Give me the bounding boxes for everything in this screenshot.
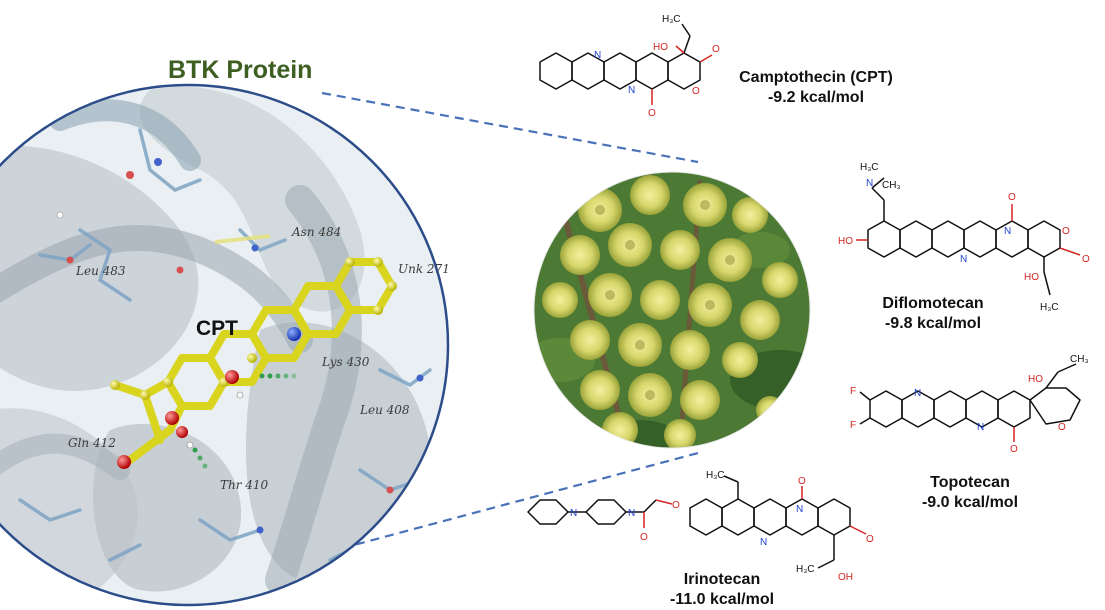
irinotecan-oh-atom: OH (838, 572, 853, 583)
cpt-n1-atom: N (594, 50, 601, 61)
residue-leu483: Leu 483 (76, 264, 126, 278)
topotecan-n2-atom: N (977, 422, 984, 433)
diflomotecan-h3c-atom: H₃C (860, 162, 879, 173)
irinotecan-n2-atom: N (628, 508, 635, 519)
ligand-label: CPT (196, 317, 238, 340)
residue-lys430: Lys 430 (322, 355, 370, 369)
compound-topotecan-name: Topotecan (930, 474, 1010, 491)
irinotecan-o1-atom: O (672, 500, 680, 511)
topotecan-o2-atom: O (1010, 444, 1018, 455)
irinotecan-h3c-atom: H₃C (706, 470, 725, 481)
residue-asn484: Asn 484 (292, 225, 342, 239)
cpt-h3c-atom: H₃C (662, 14, 681, 25)
diflomotecan-n2-atom: N (960, 254, 967, 265)
irinotecan-n4-atom: N (796, 504, 803, 515)
topotecan-f1-atom: F (850, 386, 856, 397)
diflomotecan-ho-atom: HO (838, 236, 853, 247)
irinotecan-h3c2-atom: H₃C (796, 564, 815, 575)
cpt-ligand-atoms (110, 257, 397, 469)
compound-irinotecan-energy: -11.0 kcal/mol (669, 591, 775, 608)
residue-unk271: Unk 271 (398, 262, 450, 276)
compound-cpt-name: Camptothecin (CPT) (739, 69, 893, 86)
topotecan-structure (859, 363, 1081, 442)
topotecan-ho-atom: HO (1028, 374, 1043, 385)
compound-cpt-energy: -9.2 kcal/mol (767, 89, 865, 106)
residue-gln412: Gln 412 (68, 436, 116, 450)
residue-leu408: Leu 408 (360, 403, 410, 417)
diflomotecan-o3-atom: O (1082, 254, 1090, 265)
protein-view-border (0, 83, 450, 607)
compound-diflomotecan-label: Diflomotecan -9.8 kcal/mol (868, 294, 998, 334)
irinotecan-o4-atom: O (866, 534, 874, 545)
cpt-n2-atom: N (628, 85, 635, 96)
protein-title: BTK Protein (168, 56, 313, 84)
diflomotecan-n1-atom: N (866, 178, 873, 189)
hydrogen-bonds (192, 373, 297, 469)
compound-topotecan-energy: -9.0 kcal/mol (921, 494, 1019, 511)
cpt-o2-atom: O (692, 86, 700, 97)
irinotecan-o2-atom: O (640, 532, 648, 543)
topotecan-n1-atom: N (914, 388, 921, 399)
cpt-structure (539, 23, 713, 105)
diflomotecan-o2-atom: O (1062, 226, 1070, 237)
irinotecan-o3-atom: O (798, 476, 806, 487)
topotecan-f2-atom: F (850, 420, 856, 431)
diflomotecan-oh-atom: HO (1024, 272, 1039, 283)
compound-irinotecan-label: Irinotecan -11.0 kcal/mol (652, 570, 792, 610)
topotecan-o1-atom: O (1058, 422, 1066, 433)
residue-thr410: Thr 410 (220, 478, 269, 492)
plant-photo (533, 171, 811, 449)
diflomotecan-o1-atom: O (1008, 192, 1016, 203)
zoom-lines (297, 91, 699, 562)
cpt-ho-atom: HO (653, 42, 668, 53)
compound-cpt-label: Camptothecin (CPT) -9.2 kcal/mol (716, 68, 916, 108)
irinotecan-structure (527, 475, 867, 569)
diflomotecan-ch3-atom: CH₃ (882, 180, 901, 191)
topotecan-ch3-atom: CH₃ (1070, 354, 1089, 365)
protein-view (0, 83, 450, 607)
irinotecan-n3-atom: N (760, 537, 767, 548)
irinotecan-n1-atom: N (570, 508, 577, 519)
compound-diflomotecan-energy: -9.8 kcal/mol (884, 315, 982, 332)
compound-diflomotecan-name: Diflomotecan (882, 295, 984, 312)
compound-topotecan-label: Topotecan -9.0 kcal/mol (905, 473, 1035, 513)
diflomotecan-h3c2-atom: H₃C (1040, 302, 1059, 313)
cpt-o1-atom: O (712, 44, 720, 55)
diflomotecan-n3-atom: N (1004, 226, 1011, 237)
cpt-o3-atom: O (648, 108, 656, 119)
compound-irinotecan-name: Irinotecan (683, 571, 761, 588)
diflomotecan-structure (856, 177, 1081, 296)
